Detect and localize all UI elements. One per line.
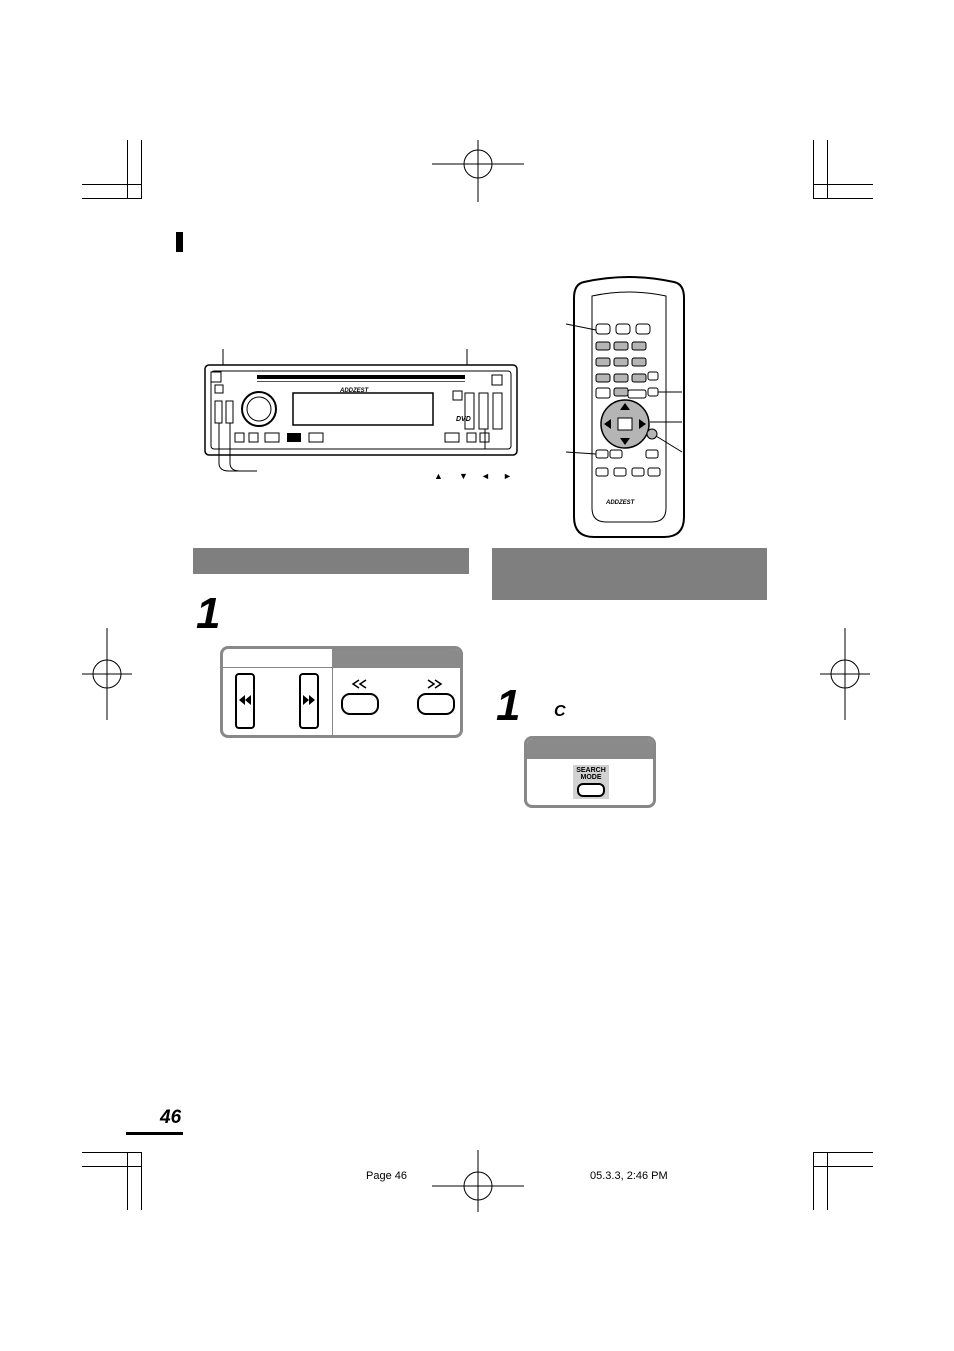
step-number-left: 1 [196, 589, 221, 638]
search-panel-header [527, 739, 653, 759]
footer-timestamp: 05.3.3, 2:46 PM [590, 1170, 668, 1182]
page-number: 46 [160, 1107, 182, 1128]
fast-forward-icon [303, 695, 315, 705]
panel-divider [332, 649, 333, 735]
section-bar-right [492, 548, 767, 600]
heading-marker [176, 232, 183, 252]
remote-brand: ADDZEST [606, 500, 635, 506]
search-mode-label-line1: SEARCH [576, 767, 606, 774]
head-unit-illustration [204, 349, 518, 472]
up-arrow-icon: ▲ [434, 471, 443, 481]
page-number-rule [126, 1132, 183, 1135]
right-arrow-icon: ► [503, 471, 512, 481]
left-arrow-icon: ◄ [481, 471, 490, 481]
search-mode-button[interactable] [577, 783, 605, 797]
head-unit-forward-button[interactable] [299, 673, 319, 729]
down-arrow-icon: ▼ [459, 471, 468, 481]
remote-forward-button[interactable] [417, 693, 455, 715]
step-number-right: 1 [496, 681, 521, 730]
remote-rewind-icon [351, 679, 367, 689]
remote-control-illustration [566, 276, 685, 538]
search-mode-panel: SEARCH MODE [524, 736, 656, 808]
remote-forward-icon [427, 679, 443, 689]
footer-page-label: Page 46 [366, 1170, 407, 1182]
rewind-icon [239, 695, 251, 705]
panel-header-line [223, 667, 460, 668]
registration-mark-left [82, 628, 132, 720]
section-bar-left [193, 548, 469, 574]
registration-mark-right [820, 628, 870, 720]
search-mode-label-line2: MODE [580, 774, 602, 781]
remote-rewind-button[interactable] [341, 693, 379, 715]
search-mode-button-tile: SEARCH MODE [573, 765, 609, 799]
registration-mark-bottom [432, 1150, 524, 1212]
head-unit-disc-label: DVD [456, 416, 471, 423]
head-unit-rewind-button[interactable] [235, 673, 255, 729]
panel-header-remote [333, 649, 460, 667]
registration-mark-top [432, 140, 524, 202]
skip-button-panel [220, 646, 463, 738]
head-unit-brand: ADDZEST [340, 388, 369, 394]
step-letter-right: C [554, 703, 566, 720]
